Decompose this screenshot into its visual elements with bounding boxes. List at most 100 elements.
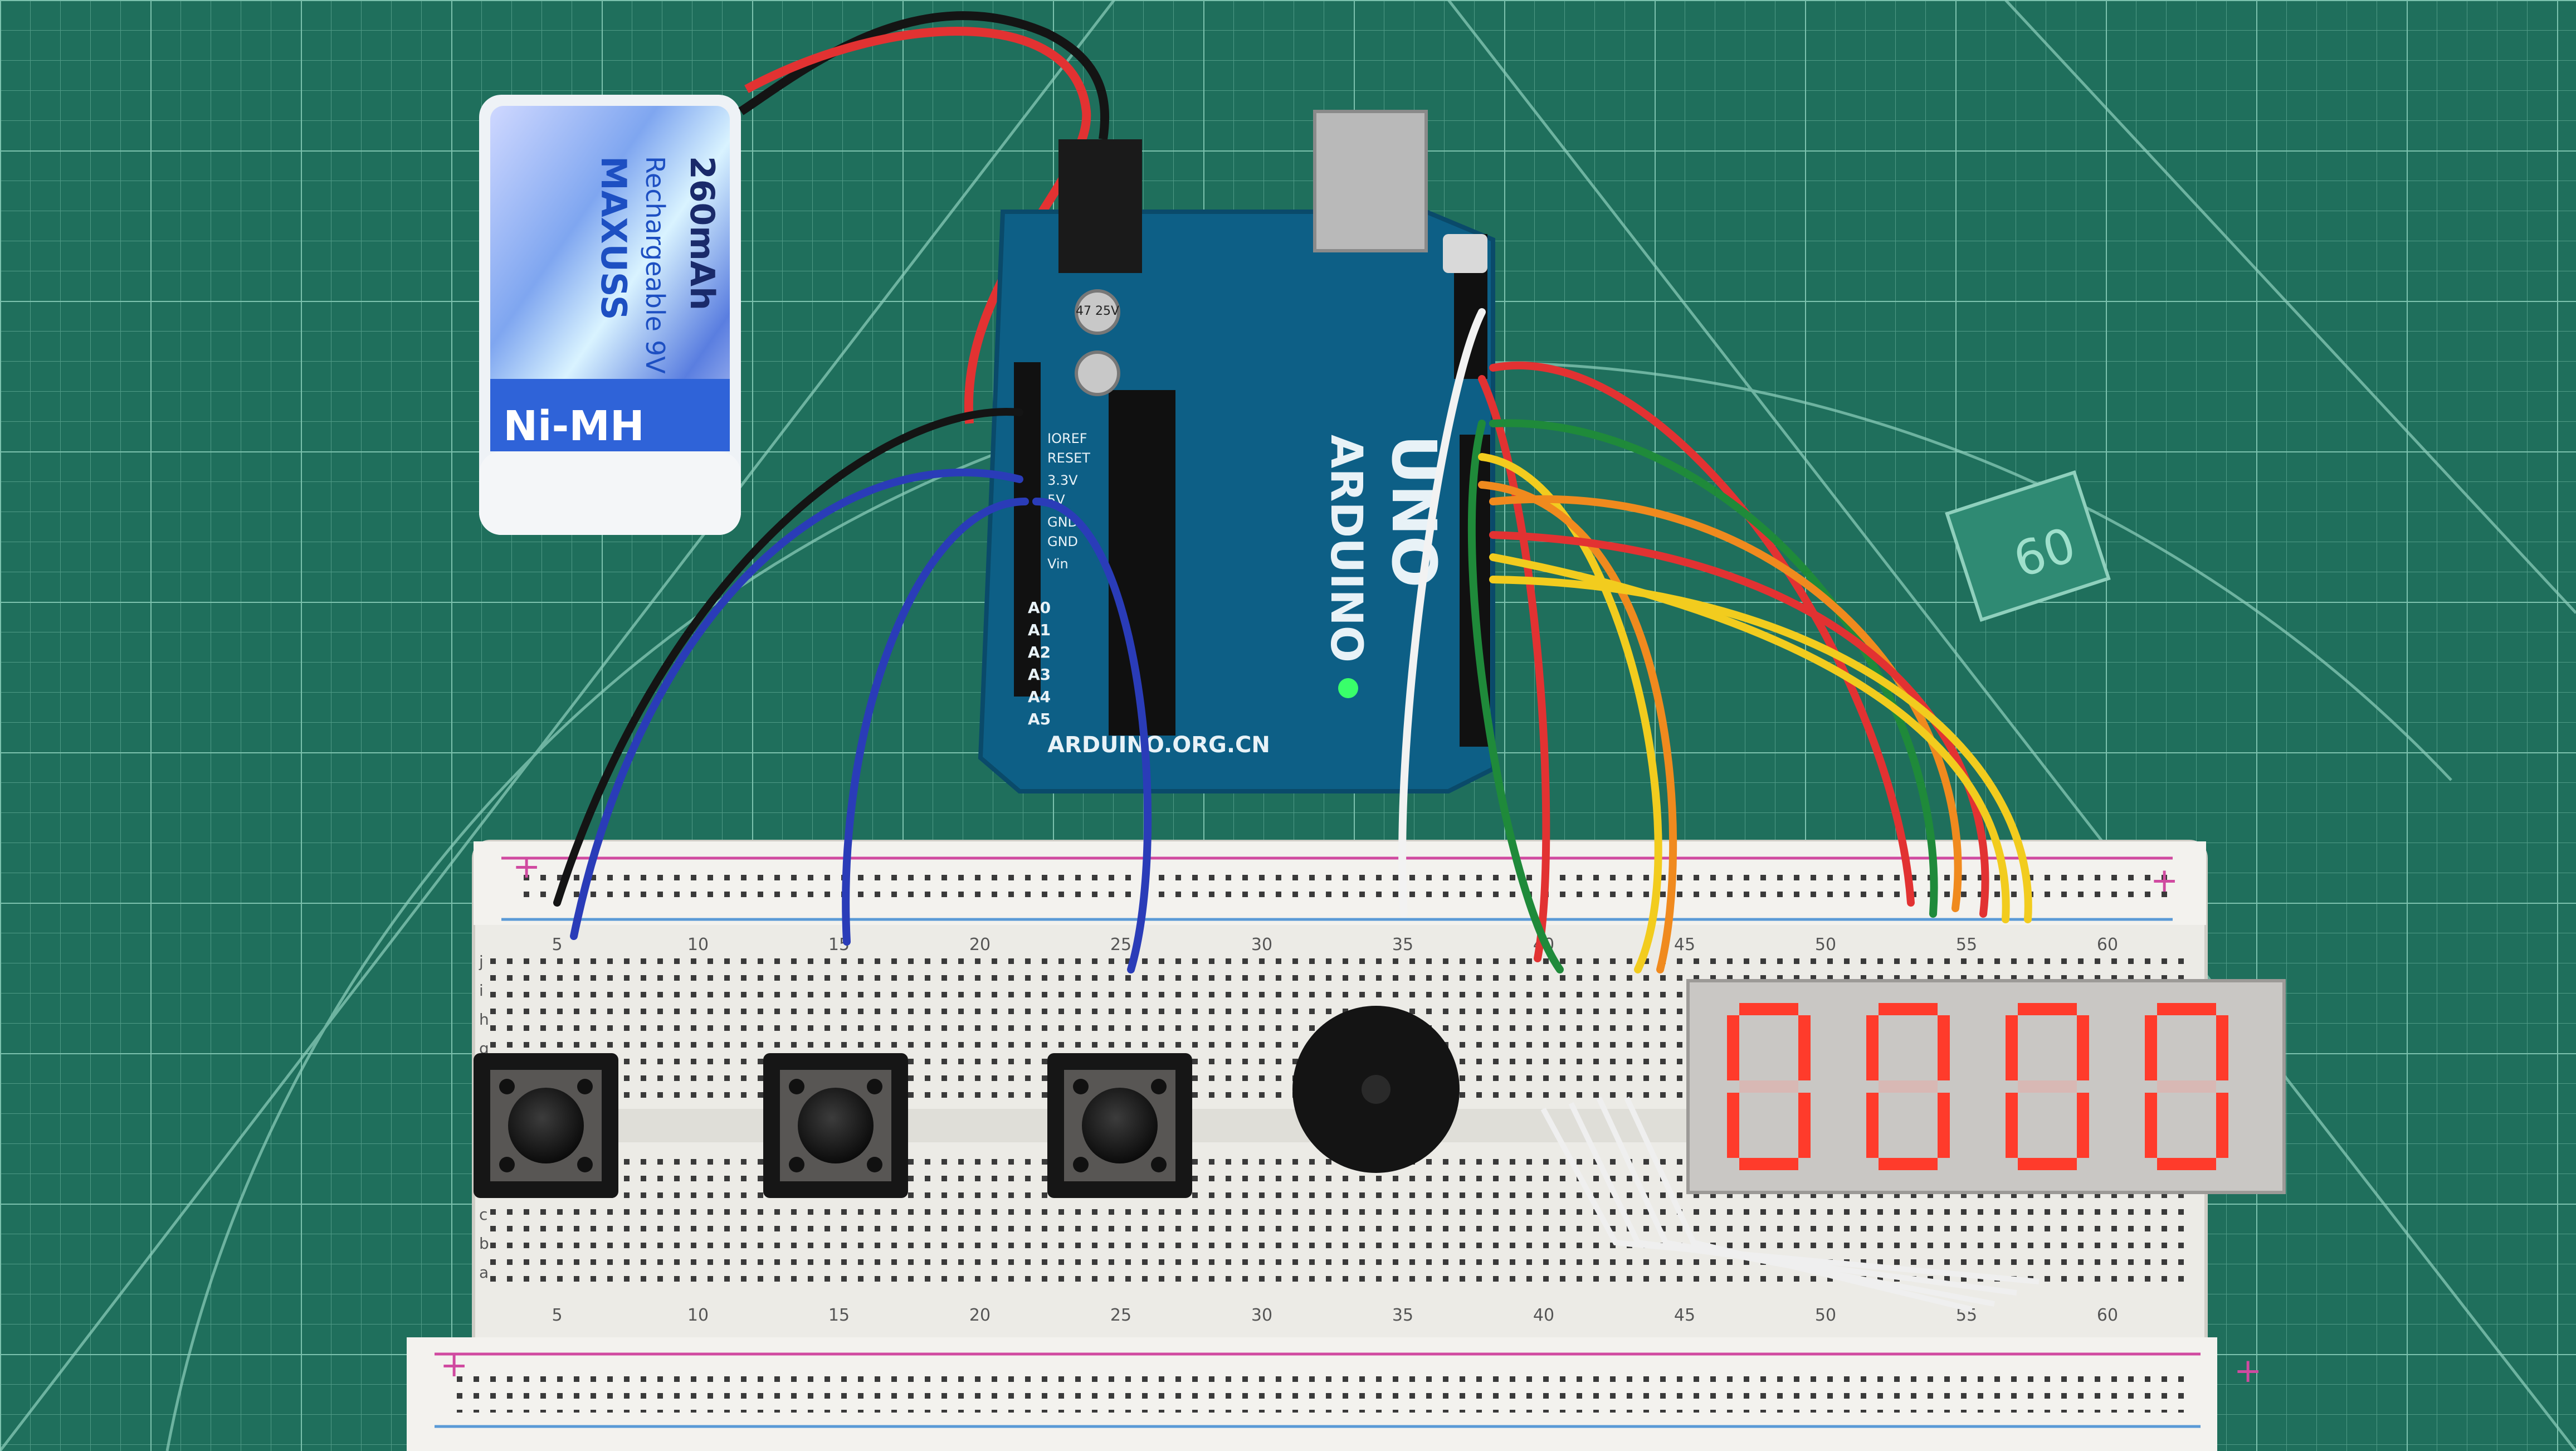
battery-9v: MAXUSS Rechargeable 9V 260mAh Ni-MH (479, 95, 741, 535)
capacitor (1075, 350, 1120, 396)
arduino-brand: ARDUINO (1321, 435, 1371, 663)
battery-capacity: 260mAh (682, 156, 721, 310)
segment (1739, 1158, 1798, 1170)
column-number: 30 (1251, 1306, 1272, 1325)
svg-text:A3: A3 (1028, 665, 1051, 684)
segment (1866, 1093, 1879, 1158)
wire-a1-blue (1032, 498, 1152, 973)
row-letter: b (479, 1234, 489, 1253)
wire-green (1489, 419, 1938, 918)
analog-pin-labels: A0 A1 A2 A3 A4 A5 (1028, 598, 1051, 728)
barrel-jack (1058, 139, 1142, 273)
usb-b-port (1313, 110, 1428, 252)
segment (1727, 1015, 1739, 1080)
display-digit (1866, 1003, 1950, 1170)
column-number: 60 (2097, 1306, 2118, 1325)
seven-segment-display (1686, 979, 2286, 1194)
rail-plus-label: + (513, 847, 540, 886)
column-number: 25 (1110, 935, 1131, 955)
battery-brand: MAXUSS (593, 156, 634, 320)
svg-text:A4: A4 (1028, 688, 1051, 706)
wire-red (1489, 531, 1989, 918)
segment (2216, 1093, 2228, 1158)
segment (2145, 1015, 2157, 1080)
segment (1739, 1003, 1798, 1015)
segment (2216, 1015, 2228, 1080)
capacitor (1075, 289, 1120, 335)
reset-button (1443, 234, 1487, 273)
display-digit (1727, 1003, 1811, 1170)
column-number: 45 (1674, 935, 1695, 955)
wire-red (1478, 375, 1550, 962)
capacitor-label: 47 25V (1076, 304, 1119, 318)
svg-text:Vin: Vin (1047, 556, 1069, 572)
column-number: 10 (687, 935, 709, 955)
battery-chemistry: Ni-MH (503, 402, 645, 450)
segment (2077, 1093, 2089, 1158)
segment (1938, 1093, 1950, 1158)
mat-marker: 60 (1945, 470, 2111, 622)
column-number: 55 (1956, 935, 1977, 955)
arduino-site: ARDUINO.ORG.CN (1047, 732, 1270, 758)
column-number: 40 (1533, 1306, 1554, 1325)
rail-plus-label: + (440, 1346, 468, 1385)
display-digit (2145, 1003, 2228, 1170)
row-letter: i (479, 981, 484, 1000)
rail-plus-label: + (2150, 861, 2178, 900)
wire-yellow (1489, 553, 2010, 923)
column-number: 10 (687, 1306, 709, 1325)
segment (1879, 1158, 1938, 1170)
column-number: 45 (1674, 1306, 1695, 1325)
segment (2006, 1015, 2018, 1080)
svg-text:RESET: RESET (1047, 450, 1090, 466)
segment (1879, 1003, 1938, 1015)
arduino-uno-board: 47 25V ARDUINO UNO ARDUINO.ORG.CN IOREF … (978, 110, 1495, 793)
svg-text:GND: GND (1047, 534, 1078, 549)
wire-green (1467, 420, 1564, 973)
column-number: 50 (1815, 1306, 1836, 1325)
column-number: 20 (969, 1306, 991, 1325)
battery-wire-red (744, 27, 1091, 424)
wire-orange (1489, 495, 1962, 912)
tactile-button (763, 1053, 908, 1198)
segment (1938, 1015, 1950, 1080)
column-number: 20 (969, 935, 991, 955)
svg-text:A5: A5 (1028, 710, 1051, 728)
column-number: 5 (552, 1306, 562, 1325)
tactile-button (1047, 1053, 1192, 1198)
segment (2157, 1158, 2216, 1170)
column-number: 35 (1392, 935, 1413, 955)
buzzer (1292, 1006, 1460, 1173)
column-number: 30 (1251, 935, 1272, 955)
segment (2018, 1003, 2077, 1015)
display-digit (2006, 1003, 2089, 1170)
battery-type: Rechargeable (640, 156, 670, 332)
column-number: 5 (552, 935, 562, 955)
battery-wire-black (738, 11, 1110, 140)
segment (2157, 1003, 2216, 1015)
column-numbers: 5510101515202025253030353540404545505055… (552, 935, 2118, 1325)
segment (1879, 1080, 1938, 1093)
segment (2157, 1080, 2216, 1093)
power-pin-labels: IOREF RESET 3.3V 5V GND GND Vin (1047, 431, 1090, 572)
row-letter: h (479, 1010, 489, 1029)
column-number: 50 (1815, 935, 1836, 955)
svg-text:A1: A1 (1028, 621, 1051, 639)
segment (1866, 1015, 1879, 1080)
atmega-chip (1109, 390, 1175, 736)
column-number: 35 (1392, 1306, 1413, 1325)
column-number: 15 (828, 1306, 850, 1325)
power-led (1338, 678, 1358, 698)
row-letter: c (479, 1205, 487, 1224)
jumper-wires (553, 308, 2032, 973)
svg-text:A0: A0 (1028, 598, 1051, 617)
arduino-model: UNO (1378, 435, 1450, 588)
wire-white (1398, 308, 1486, 918)
header-power (1014, 362, 1041, 697)
wire-orange (1478, 481, 1677, 973)
wire-a0-blue (842, 498, 1029, 946)
battery-voltage: 9V (640, 340, 670, 374)
segment (1798, 1093, 1811, 1158)
rail-plus-label: + (2234, 1351, 2262, 1390)
